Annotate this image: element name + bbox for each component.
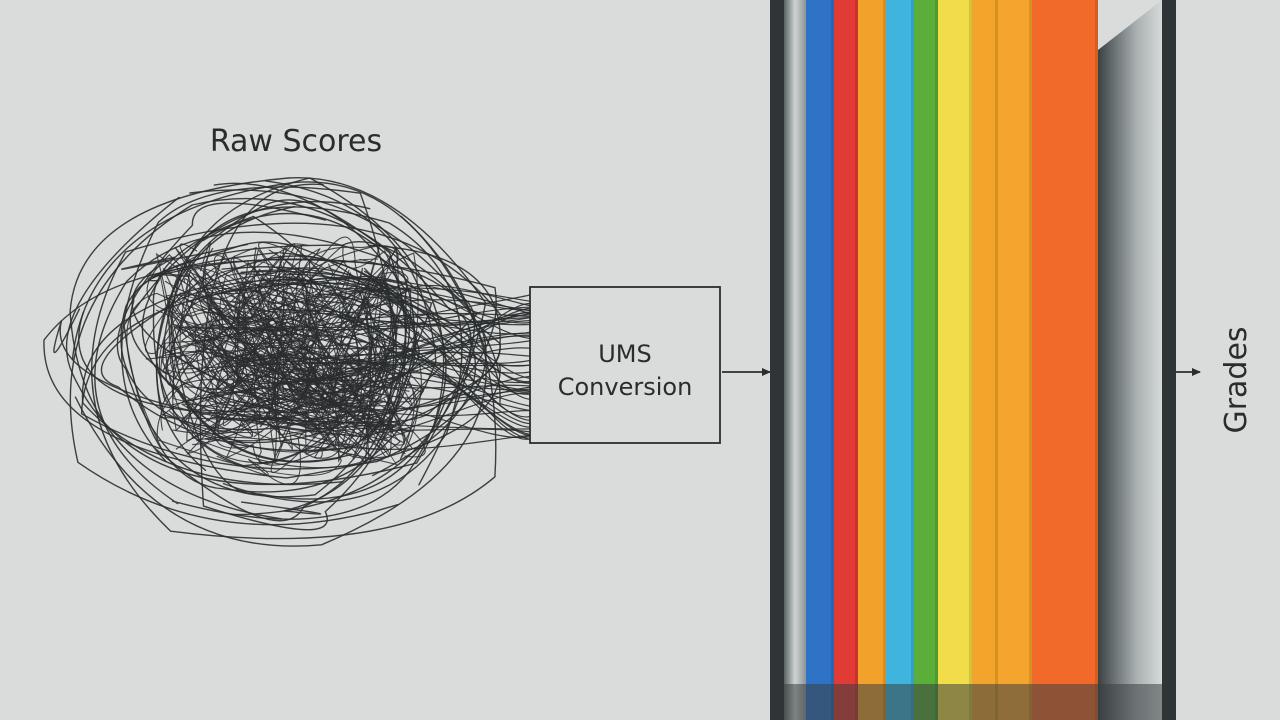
tangle-line — [199, 287, 531, 436]
grade-stripe — [972, 0, 998, 720]
stripe-shadow — [831, 0, 834, 720]
ums-conversion-box — [529, 286, 721, 444]
grade-stripe — [834, 0, 858, 720]
tangle-line — [172, 290, 296, 435]
grade-stripe — [858, 0, 886, 720]
tangle-line — [293, 300, 531, 436]
tangled-lines — [43, 177, 531, 547]
tangle-line — [213, 363, 389, 432]
grade-stripe — [998, 0, 1032, 720]
raw-scores-label: Raw Scores — [210, 124, 382, 159]
tangle-line — [364, 299, 531, 312]
grade-stripe — [1032, 0, 1098, 720]
tangle-line — [144, 254, 365, 381]
tangle-line — [178, 359, 531, 370]
tangle-line — [248, 284, 355, 357]
tangle-line — [325, 287, 531, 384]
tangle-line — [298, 312, 531, 385]
tangle-line — [194, 243, 337, 449]
tangle-line — [91, 215, 501, 540]
tangle-line — [291, 434, 531, 450]
stripe-shadow — [883, 0, 886, 720]
tangle-line — [393, 284, 531, 307]
tangle-line — [223, 370, 531, 389]
grades-label: Grades — [1219, 326, 1254, 433]
tangle-line — [168, 241, 326, 407]
stripe-shadow — [935, 0, 938, 720]
tangle-line — [357, 294, 531, 332]
tangle-line — [159, 391, 402, 443]
tangle-line — [259, 357, 531, 407]
tangle-line — [258, 340, 531, 366]
tangle-line — [310, 353, 531, 374]
tangle-line — [163, 351, 343, 392]
tangle-line — [297, 335, 531, 428]
tangle-line — [363, 270, 531, 418]
grade-frame — [770, 0, 1176, 720]
tangle-line — [320, 397, 531, 417]
tangle-line — [267, 375, 531, 419]
conversion-box-line-1: UMS — [598, 340, 652, 368]
tangle-line — [200, 299, 331, 466]
tangle-line — [78, 258, 497, 424]
tangle-line — [314, 363, 531, 367]
left-panel — [784, 0, 806, 720]
tangle-line — [179, 314, 412, 453]
tangle-line — [211, 416, 531, 430]
tangle-line — [156, 347, 342, 477]
tangle-line — [126, 287, 334, 453]
tangle-line — [141, 241, 388, 421]
grade-stripe — [886, 0, 914, 720]
tangle-line — [69, 198, 472, 526]
tangle-line — [155, 252, 387, 426]
tangle-line — [282, 273, 531, 379]
tangle-line — [172, 290, 261, 432]
stripe-shadow — [855, 0, 858, 720]
tangle-line — [162, 267, 426, 458]
tangle-line — [168, 296, 363, 426]
stripe-shadow — [911, 0, 914, 720]
stripe-shadow — [1029, 0, 1032, 720]
tangle-line — [168, 245, 399, 442]
tangle-line — [285, 334, 531, 364]
tangle-line — [155, 206, 463, 503]
tangle-line — [252, 258, 381, 423]
tangle-line — [388, 332, 531, 350]
tangle-line — [162, 206, 415, 463]
tangle-line — [157, 272, 348, 425]
grade-stripe — [806, 0, 834, 720]
right-panel — [1098, 0, 1162, 720]
conversion-box-line-2: Conversion — [558, 373, 693, 401]
grade-color-stripes — [806, 0, 1098, 720]
tangle-line — [301, 278, 531, 340]
grade-stripe — [938, 0, 972, 720]
tangle-line — [297, 347, 531, 391]
tangle-line — [174, 301, 368, 380]
grade-stripe — [914, 0, 938, 720]
stripe-shadow — [969, 0, 972, 720]
tangle-line — [349, 384, 531, 400]
stripe-shadow — [1095, 0, 1098, 720]
tangle-line — [261, 307, 531, 381]
tangle-line — [269, 308, 531, 326]
tangle-line — [259, 267, 338, 416]
stripe-shadow — [995, 0, 998, 720]
